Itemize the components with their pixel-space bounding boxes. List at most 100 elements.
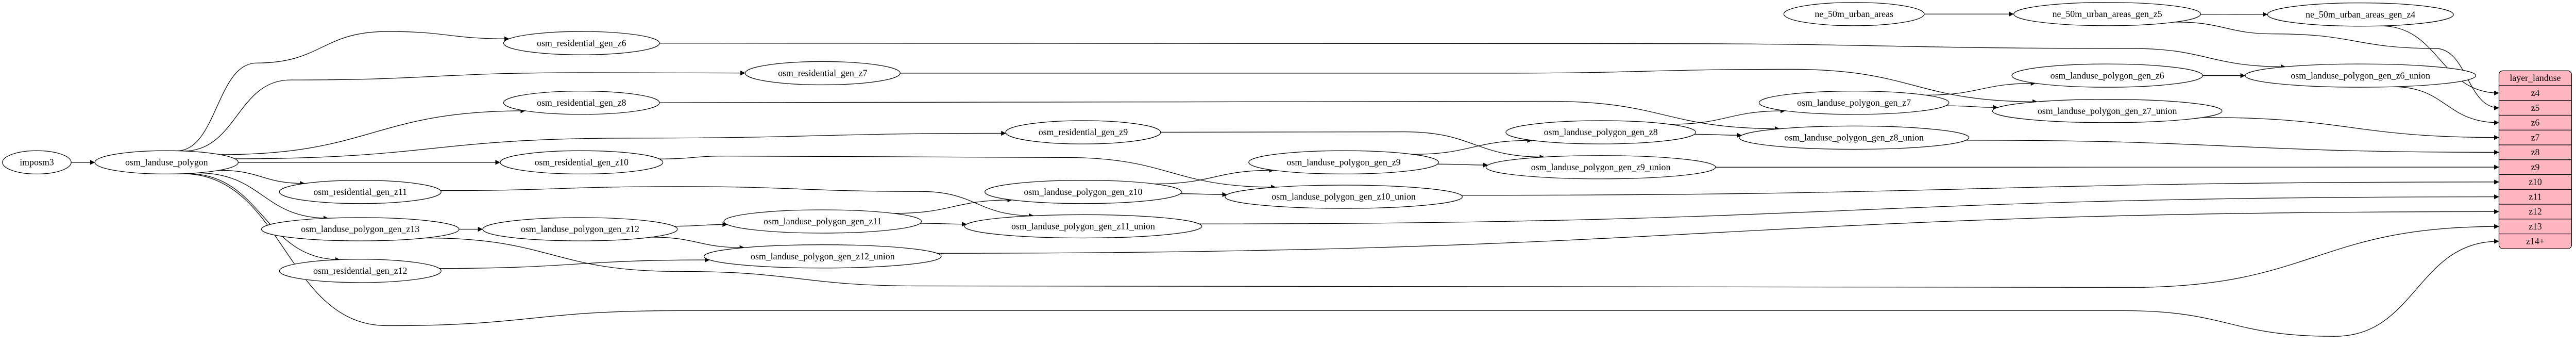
graph-node[interactable]: osm_landuse_polygon_gen_z8_union: [1739, 125, 1969, 150]
node-label: osm_landuse_polygon_gen_z12: [521, 224, 639, 234]
graph-node[interactable]: osm_landuse_polygon_gen_z12_union: [703, 244, 942, 269]
edge-osm_landuse_polygon-to-osm_residential_gen_z8: [220, 108, 526, 155]
edge-osm_landuse_polygon-to-layer_landuse-z14+: [182, 173, 2499, 337]
edge-osm_landuse_polygon_gen_z12-to-osm_landuse_polygon_gen_z12_union: [651, 237, 744, 250]
edge-osm_landuse_polygon_gen_z7-to-osm_landuse_polygon_gen_z7_union: [1945, 105, 1998, 110]
edge-osm_residential_gen_z7-to-osm_landuse_polygon_gen_z7_union: [900, 69, 2038, 105]
node-ellipse: [503, 31, 660, 55]
node-ellipse: [1783, 2, 1925, 26]
node-ellipse: [2245, 63, 2476, 88]
graph-node[interactable]: osm_landuse_polygon_gen_z8: [1505, 120, 1696, 144]
node-ellipse: [2, 150, 72, 175]
graph-node[interactable]: ne_50m_urban_areas_gen_z4: [2267, 3, 2454, 27]
node-label: osm_landuse_polygon_gen_z6: [2050, 70, 2164, 80]
edge-osm_landuse_polygon-to-osm_residential_gen_z12: [187, 173, 341, 262]
edge-osm_residential_gen_z10-to-osm_landuse_polygon_gen_z10_union: [659, 156, 1276, 190]
node-ellipse: [1248, 150, 1439, 175]
node-ellipse: [1992, 99, 2223, 123]
graph-node[interactable]: osm_landuse_polygon_gen_z6_union: [2245, 63, 2476, 88]
graph-node[interactable]: osm_landuse_polygon_gen_z10_union: [1225, 185, 1463, 209]
edge-osm_landuse_polygon_gen_z8_union-to-layer_landuse-z8: [1965, 140, 2499, 155]
edge-osm_landuse_polygon_gen_z11-to-osm_landuse_polygon_gen_z10: [893, 198, 1012, 214]
edge-osm_landuse_polygon-to-osm_residential_gen_z9: [234, 130, 1006, 159]
layer-landuse-record: layer_landusez4z5z6z7z8z9z10z11z12z13z14…: [2498, 70, 2572, 249]
node-ellipse: [1758, 91, 1950, 115]
node-label: osm_residential_gen_z10: [535, 157, 629, 167]
graph-node[interactable]: osm_landuse_polygon_gen_z11: [723, 209, 922, 234]
layer-field-z10: z10: [2529, 177, 2542, 187]
graph-node[interactable]: osm_landuse_polygon_gen_z7_union: [1992, 99, 2223, 123]
node-ellipse: [964, 214, 1202, 239]
edge-osm_landuse_polygon_gen_z12_union-to-layer_landuse-z12: [937, 209, 2499, 254]
edge-osm_residential_gen_z8-to-osm_landuse_polygon_gen_z8_union: [659, 101, 1780, 131]
graph-node[interactable]: osm_residential_gen_z6: [503, 31, 660, 55]
graph-node[interactable]: osm_landuse_polygon_gen_z12: [482, 217, 678, 241]
node-label: osm_landuse_polygon_gen_z8_union: [1784, 133, 1924, 143]
layer-field-z9: z9: [2531, 162, 2540, 172]
graph-node[interactable]: osm_residential_gen_z9: [1005, 120, 1161, 144]
node-ellipse: [2267, 3, 2454, 27]
edge-osm_residential_gen_z11-to-osm_landuse_polygon_gen_z11_union: [440, 186, 1034, 219]
node-ellipse: [723, 209, 922, 234]
node-ellipse: [482, 217, 678, 241]
graph-node[interactable]: osm_landuse_polygon_gen_z9: [1248, 150, 1439, 175]
graph-node[interactable]: ne_50m_urban_areas_gen_z5: [2013, 2, 2201, 26]
node-label: osm_residential_gen_z11: [313, 187, 407, 197]
node-label: osm_landuse_polygon_gen_z7: [1797, 97, 1911, 108]
graph-node[interactable]: osm_landuse_polygon_gen_z7: [1758, 91, 1950, 115]
edge-osm_landuse_polygon_gen_z10-to-osm_landuse_polygon_gen_z10_union: [1180, 192, 1227, 198]
edge-osm_landuse_polygon-to-osm_residential_gen_z6: [177, 31, 510, 152]
graph-node[interactable]: osm_residential_gen_z8: [503, 91, 660, 115]
layer-field-z5: z5: [2531, 103, 2540, 113]
dependency-graph: imposm3 osm_landuse_polygon osm_residentia…: [2, 2, 2572, 337]
node-ellipse: [744, 61, 901, 86]
edge-osm_landuse_polygon_gen_z11-to-osm_landuse_polygon_gen_z11_union: [920, 221, 967, 227]
graph-node[interactable]: imposm3: [2, 150, 72, 175]
node-ellipse: [503, 91, 660, 115]
node-label: imposm3: [20, 157, 54, 167]
node-label: osm_landuse_polygon_gen_z13: [301, 224, 419, 234]
node-label: osm_landuse_polygon_gen_z6_union: [2291, 70, 2430, 80]
graph-node[interactable]: osm_residential_gen_z7: [744, 61, 901, 86]
node-label: osm_landuse_polygon_gen_z11: [764, 216, 882, 226]
graph-node[interactable]: ne_50m_urban_areas: [1783, 2, 1925, 26]
graph-node[interactable]: osm_landuse_polygon_gen_z11_union: [964, 214, 1202, 239]
edge-osm_landuse_polygon_gen_z9-to-osm_landuse_polygon_gen_z9_union: [1437, 162, 1488, 168]
node-label: ne_50m_urban_areas_gen_z4: [2306, 9, 2415, 20]
node-ellipse: [279, 259, 442, 283]
node-label: ne_50m_urban_areas: [1815, 9, 1893, 19]
node-label: osm_residential_gen_z12: [313, 266, 407, 276]
graph-node[interactable]: osm_landuse_polygon: [94, 150, 239, 175]
node-ellipse: [261, 217, 460, 241]
edge-osm_landuse_polygon_gen_z7-to-osm_landuse_polygon_gen_z6: [1925, 80, 2036, 96]
edge-ne_50m_urban_areas_gen_z4-to-layer_landuse-z4: [2380, 25, 2499, 96]
graph-node[interactable]: osm_residential_gen_z11: [279, 180, 442, 204]
node-ellipse: [2011, 63, 2203, 88]
graph-node[interactable]: osm_landuse_polygon_gen_z10: [985, 180, 1182, 204]
layer-field-z6: z6: [2531, 118, 2540, 128]
node-label: osm_landuse_polygon_gen_z12_union: [751, 251, 895, 261]
node-ellipse: [1005, 120, 1161, 144]
graph-node[interactable]: osm_landuse_polygon_gen_z9_union: [1485, 155, 1716, 179]
graph-node[interactable]: osm_landuse_polygon_gen_z6: [2011, 63, 2203, 88]
edge-osm_landuse_polygon_gen_z9-to-osm_landuse_polygon_gen_z8: [1412, 138, 1532, 155]
edge-osm_landuse_polygon_gen_z7_union-to-layer_landuse-z7: [2202, 117, 2499, 140]
node-label: osm_landuse_polygon_gen_z8: [1544, 127, 1658, 137]
edge-osm_landuse_polygon_gen_z10-to-osm_landuse_polygon_gen_z9: [1154, 168, 1274, 185]
edge-osm_landuse_polygon_gen_z8-to-osm_landuse_polygon_gen_z8_union: [1694, 133, 1742, 138]
layer-record-title: layer_landuse: [2510, 73, 2561, 83]
edge-osm_landuse_polygon_gen_z10_union-to-layer_landuse-z10: [1461, 179, 2499, 196]
edges-layer: [71, 11, 2499, 337]
node-label: ne_50m_urban_areas_gen_z5: [2053, 9, 2162, 19]
graph-node[interactable]: osm_residential_gen_z10: [500, 150, 664, 175]
graph-node[interactable]: osm_residential_gen_z12: [279, 259, 442, 283]
layer-field-z11: z11: [2529, 191, 2541, 202]
node-label: osm_landuse_polygon_gen_z7_union: [2038, 106, 2177, 116]
node-ellipse: [279, 180, 442, 204]
node-ellipse: [985, 180, 1182, 204]
graph-node[interactable]: osm_landuse_polygon_gen_z13: [261, 217, 460, 241]
edge-osm_landuse_polygon_gen_z8-to-osm_landuse_polygon_gen_z7: [1669, 108, 1786, 125]
node-label: osm_residential_gen_z8: [537, 97, 626, 108]
node-label: osm_residential_gen_z7: [778, 68, 868, 78]
node-label: osm_landuse_polygon_gen_z11_union: [1011, 221, 1155, 232]
